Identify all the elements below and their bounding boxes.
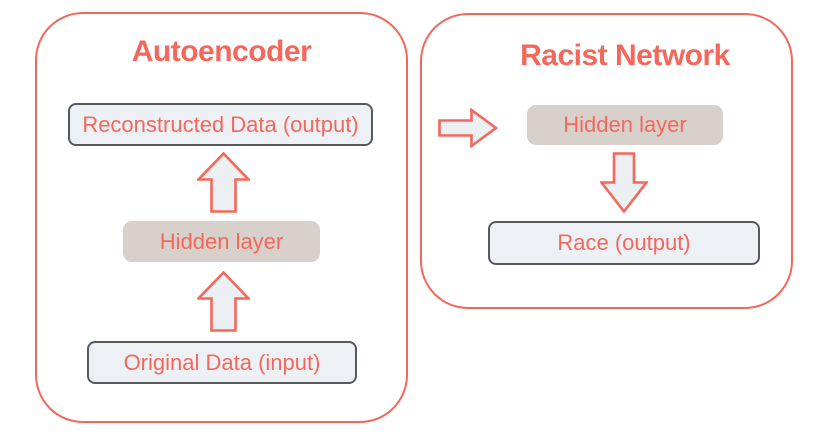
racist-network-title: Racist Network — [520, 39, 730, 72]
autoencoder-hidden-layer-label: Hidden layer — [159, 228, 284, 254]
race-output-box: Race (output) — [488, 221, 760, 265]
up-arrow-icon — [197, 152, 250, 213]
original-data-input-label: Original Data (input) — [123, 349, 321, 375]
racist-network-hidden-layer-box: Hidden layer — [527, 105, 723, 145]
reconstructed-data-output-label: Reconstructed Data (output) — [82, 111, 359, 137]
autoencoder-title: Autoencoder — [131, 35, 312, 68]
reconstructed-data-output-box: Reconstructed Data (output) — [68, 103, 373, 146]
race-output-label: Race (output) — [557, 230, 691, 255]
autoencoder-hidden-layer-box: Hidden layer — [123, 221, 320, 262]
racist-network-hidden-layer-label: Hidden layer — [563, 112, 687, 137]
original-data-input-box: Original Data (input) — [87, 341, 357, 384]
up-arrow-icon — [197, 271, 250, 332]
right-arrow-icon — [438, 108, 498, 148]
down-arrow-icon — [600, 152, 648, 213]
